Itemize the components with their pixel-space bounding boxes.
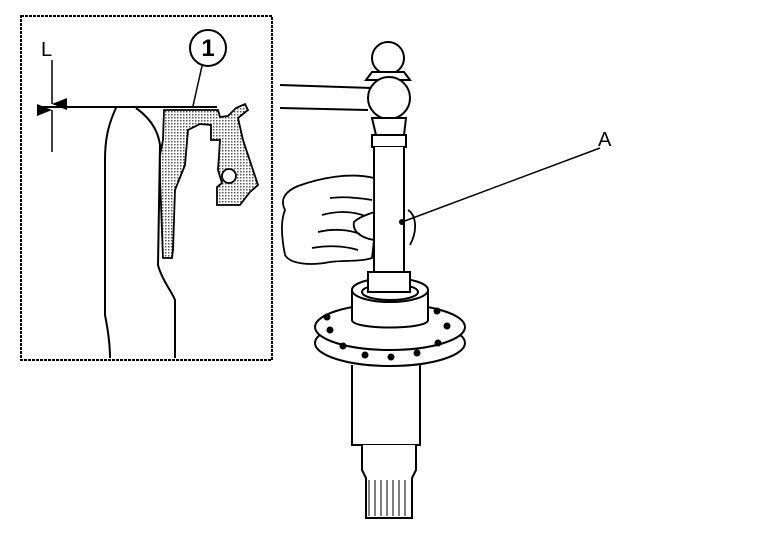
hub-assembly [314,277,466,519]
bearing-outline [135,107,176,358]
hub-outline [104,107,117,359]
part-number-circle [189,29,227,67]
tool-A [367,134,411,293]
drift-collar [371,134,407,148]
drift-shaft [373,147,405,291]
hammer-head [367,76,411,120]
part-number-label: 1 [201,35,214,62]
tool-leader-dot [399,219,405,225]
dimension-label: L [41,39,52,61]
lower-shaft [351,365,421,446]
drift-adapter [367,271,411,293]
inset-frame [20,15,273,361]
inset-detail [20,15,273,361]
hammer-handle [279,84,373,111]
spring-circle [221,168,237,184]
hand [281,174,416,265]
hammer-ball [371,41,405,75]
hammer [279,41,412,136]
tool-label: A [598,129,612,151]
tool-leader [399,147,601,225]
spline-teeth [368,480,406,516]
tool-leader-line [401,147,601,223]
part-leader-line [192,65,203,107]
oil-seal-section [159,102,260,259]
spline-shaft [361,445,417,519]
hammer-face [370,117,408,136]
stud-holes [323,307,451,361]
hammer-neck [364,71,412,81]
